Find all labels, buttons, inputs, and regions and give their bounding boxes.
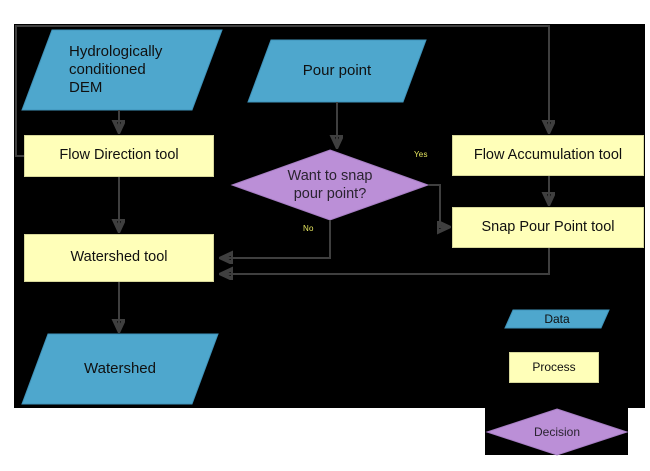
rectangle-shape [509,352,599,383]
node-flow-accumulation-tool[interactable]: Flow Accumulation tool [452,135,644,176]
legend-label: Process [532,360,576,375]
legend-item-data: Data [504,309,610,329]
node-label: Want to snap pour point? [287,167,373,202]
legend-item-process: Process [509,352,599,383]
node-flow-direction-tool[interactable]: Flow Direction tool [24,135,214,177]
node-label: Pour point [302,61,372,79]
legend-item-decision: Decision [485,408,629,456]
legend-label: Decision [533,424,581,439]
node-label: Hydrologically conditioned DEM [69,42,163,97]
edge-label-no: No [303,224,314,233]
node-watershed-tool[interactable]: Watershed tool [24,234,214,282]
node-hydrologically-conditioned-dem[interactable]: Hydrologically conditioned DEM [21,29,223,111]
legend-label: Data [544,311,570,326]
parallelogram-shape [504,309,610,329]
node-label: Watershed tool [70,249,168,266]
node-label: Snap Pour Point tool [481,218,615,235]
rectangle-shape [452,207,644,248]
node-pour-point[interactable]: Pour point [247,39,427,103]
node-snap-pour-point-tool[interactable]: Snap Pour Point tool [452,207,644,248]
parallelogram-shape [21,333,219,405]
node-label: Watershed [84,359,156,377]
rectangle-shape [24,234,214,282]
edge-label-yes: Yes [414,150,428,159]
node-label: Flow Direction tool [59,147,179,164]
node-watershed[interactable]: Watershed [21,333,219,405]
diamond-shape [485,408,629,456]
node-decision-want-to-snap-pour-point[interactable]: Want to snap pour point? [230,149,430,221]
node-label: Flow Accumulation tool [473,146,623,163]
